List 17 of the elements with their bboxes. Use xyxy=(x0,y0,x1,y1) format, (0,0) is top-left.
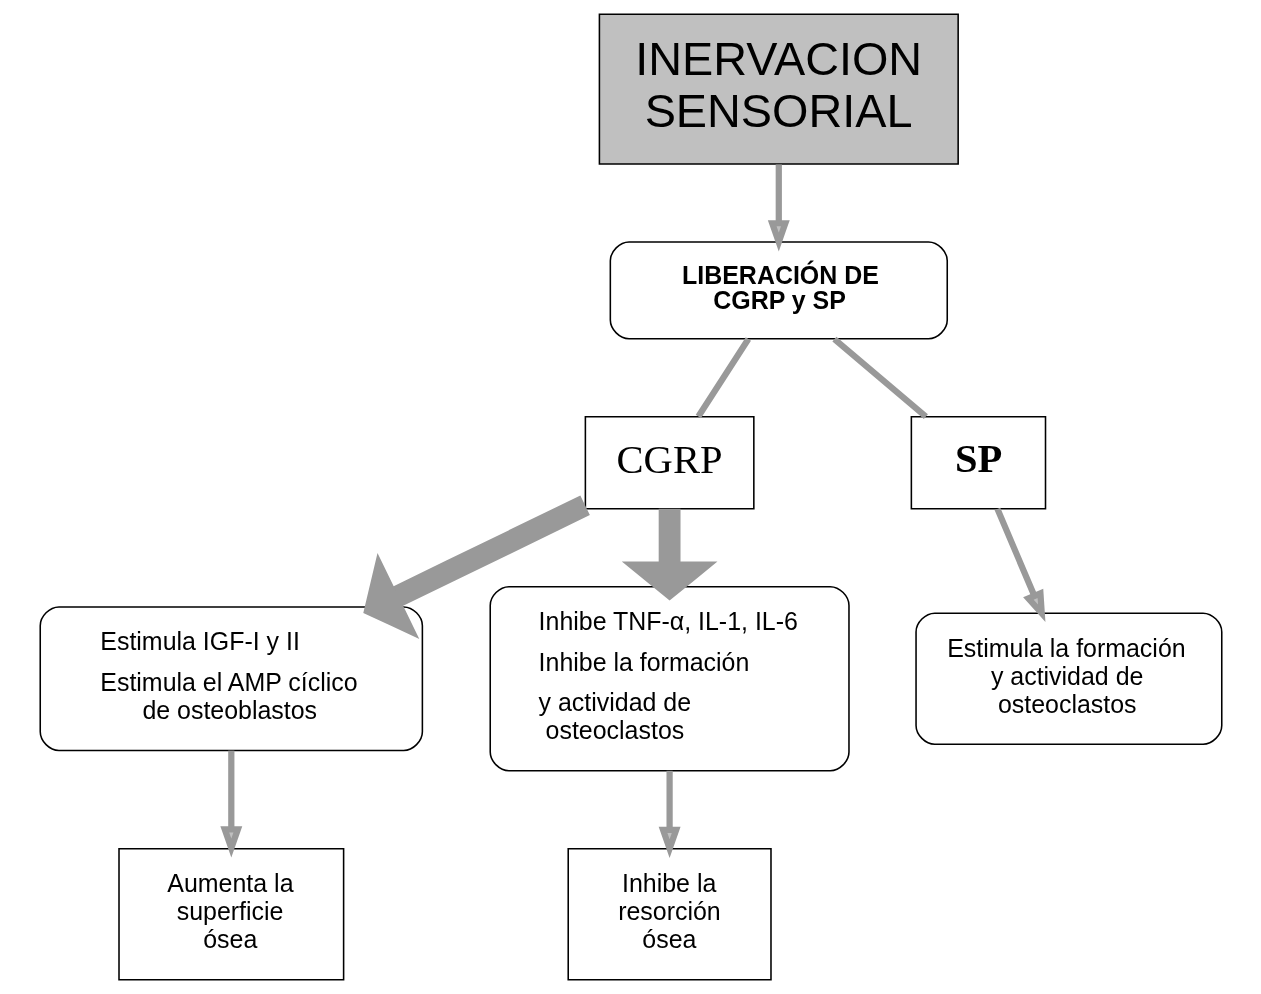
node-box: Inhibe la resorción ósea xyxy=(566,847,772,981)
node-box: Estimula la formación y actividad de osteoclastos xyxy=(914,612,1223,745)
node-box: SP xyxy=(910,415,1046,510)
arrow xyxy=(621,508,717,601)
arrow xyxy=(362,495,590,639)
node-box: Inhibe TNF-α, IL-1, IL-6 Inhibe la formación y actividad de osteoclastos xyxy=(488,585,850,772)
node-box: LIBERACIÓN DE CGRP y SP xyxy=(609,241,948,340)
arrow xyxy=(767,164,790,252)
connector xyxy=(695,337,751,419)
node-box: CGRP xyxy=(584,415,755,510)
arrow xyxy=(658,770,681,859)
arrow xyxy=(219,750,242,858)
arrow xyxy=(994,507,1045,622)
node-box: INERVACION SENSORIAL xyxy=(598,13,959,165)
connector xyxy=(831,336,928,419)
node-box: Aumenta la superficie ósea xyxy=(117,847,344,981)
node-box: Estimula IGF-I y II Estimula el AMP cíclico de osteoblastos xyxy=(38,606,423,752)
